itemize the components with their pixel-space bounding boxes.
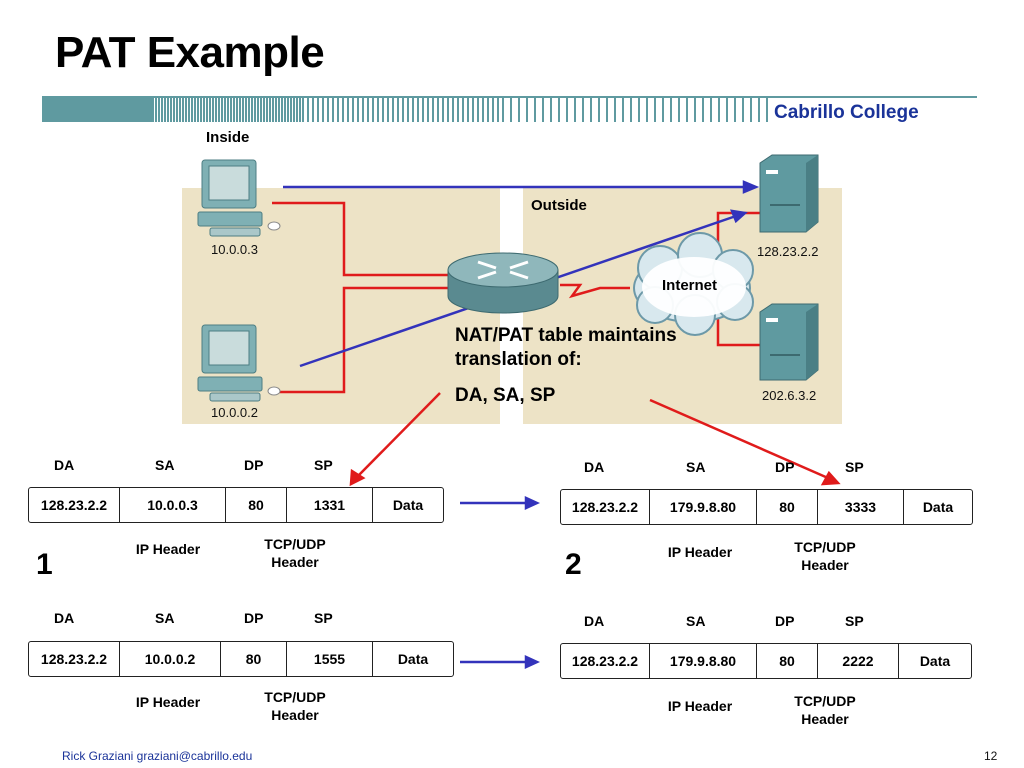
packet-cell: 3333 bbox=[818, 490, 904, 524]
nat-note: NAT/PAT table maintains translation of: … bbox=[455, 324, 695, 408]
college-logo-text: Cabrillo College bbox=[774, 102, 919, 123]
header-da: DA bbox=[584, 613, 605, 629]
packet-cell: Data bbox=[919, 653, 951, 669]
computer-icon bbox=[197, 324, 281, 402]
packet-1: 128.23.2.2 10.0.0.3 80 1331 Data bbox=[28, 487, 444, 523]
step-number-1: 1 bbox=[36, 548, 53, 581]
packet-cell: Data bbox=[397, 651, 429, 667]
header-sp: SP bbox=[314, 610, 333, 626]
packet-cell: Data bbox=[922, 499, 954, 515]
packet-cell: 80 bbox=[221, 642, 287, 676]
packet-cell: 179.9.8.80 bbox=[650, 490, 757, 524]
inside-label: Inside bbox=[206, 129, 250, 146]
ip-header-caption: IP Header bbox=[667, 544, 733, 560]
header-sp: SP bbox=[845, 613, 864, 629]
header-dp: DP bbox=[775, 459, 795, 475]
step-number-2: 2 bbox=[565, 548, 582, 581]
packet-4: 128.23.2.2 179.9.8.80 80 2222 Data bbox=[560, 643, 972, 679]
server-icon bbox=[759, 303, 819, 381]
packet-2: 128.23.2.2 179.9.8.80 80 3333 Data bbox=[560, 489, 973, 525]
server-icon bbox=[759, 154, 819, 233]
translation-arrows bbox=[460, 496, 541, 669]
packet-cell: 2222 bbox=[818, 644, 899, 678]
packet-cell: 128.23.2.2 bbox=[29, 642, 120, 676]
computer-icon bbox=[197, 159, 281, 237]
host-bottom-address: 10.0.0.2 bbox=[211, 405, 258, 420]
header-sp: SP bbox=[314, 457, 333, 473]
router-icon bbox=[447, 252, 559, 314]
packet-cell: 128.23.2.2 bbox=[561, 644, 650, 678]
tcp-header-caption: TCP/UDP Header bbox=[264, 536, 326, 570]
header-sa: SA bbox=[686, 459, 706, 475]
outside-label: Outside bbox=[531, 197, 587, 214]
header-sa: SA bbox=[155, 457, 175, 473]
server-bottom-address: 202.6.3.2 bbox=[762, 388, 817, 403]
packet-cell: 10.0.0.2 bbox=[120, 642, 221, 676]
packet-cell: 80 bbox=[757, 490, 818, 524]
header-dp: DP bbox=[775, 613, 795, 629]
ip-header-caption: IP Header bbox=[667, 698, 733, 714]
header-da: DA bbox=[584, 459, 605, 475]
banner-bar bbox=[42, 96, 977, 122]
tcp-header-caption: TCP/UDP Header bbox=[794, 539, 856, 573]
header-dp: DP bbox=[244, 610, 264, 626]
page-number: 12 bbox=[984, 749, 998, 763]
nat-note-text: NAT/PAT table maintains translation of: bbox=[455, 325, 677, 370]
header-dp: DP bbox=[244, 457, 264, 473]
packet-3: 128.23.2.2 10.0.0.2 80 1555 Data bbox=[28, 641, 454, 677]
ip-header-caption: IP Header bbox=[135, 694, 201, 710]
packet-cell: 80 bbox=[226, 488, 287, 522]
packet-cell: Data bbox=[392, 497, 424, 513]
nat-note-fields: DA, SA, SP bbox=[455, 385, 556, 406]
header-da: DA bbox=[54, 610, 75, 626]
footer-author: Rick Graziani graziani@cabrillo.edu bbox=[62, 749, 253, 763]
packet-cell: 10.0.0.3 bbox=[120, 488, 226, 522]
host-top-address: 10.0.0.3 bbox=[211, 242, 258, 257]
packet-cell: 128.23.2.2 bbox=[561, 490, 650, 524]
tcp-header-caption: TCP/UDP Header bbox=[794, 693, 856, 727]
ip-header-caption: IP Header bbox=[135, 541, 201, 557]
packet-cell: 128.23.2.2 bbox=[29, 488, 120, 522]
tcp-header-caption: TCP/UDP Header bbox=[264, 689, 326, 723]
note-arrows bbox=[349, 392, 841, 487]
packet-cell: 1331 bbox=[287, 488, 373, 522]
packet-cell: 80 bbox=[757, 644, 818, 678]
slide-title: PAT Example bbox=[55, 28, 325, 77]
packet-cell: 179.9.8.80 bbox=[650, 644, 757, 678]
header-sa: SA bbox=[686, 613, 706, 629]
cloud-icon bbox=[633, 232, 754, 336]
header-sa: SA bbox=[155, 610, 175, 626]
header-da: DA bbox=[54, 457, 75, 473]
header-sp: SP bbox=[845, 459, 864, 475]
internet-label: Internet bbox=[662, 277, 718, 294]
server-top-address: 128.23.2.2 bbox=[757, 244, 819, 259]
packet-cell: 1555 bbox=[287, 642, 373, 676]
